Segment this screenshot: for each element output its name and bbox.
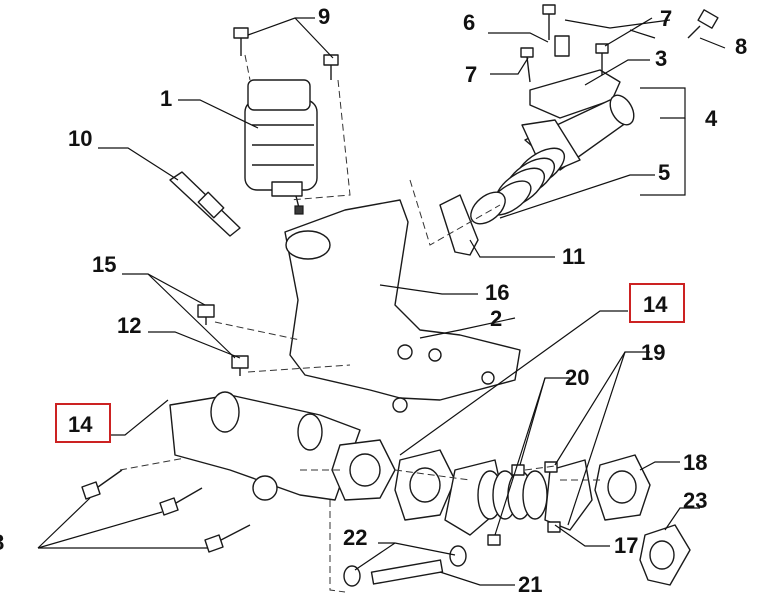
part-gaskets-14	[331, 439, 456, 521]
callout-9: 9	[318, 4, 330, 29]
part-gasket-18	[594, 454, 651, 521]
part-bellows-5	[488, 147, 566, 216]
callout-1: 1	[160, 86, 172, 111]
part-clamp-11	[439, 191, 506, 256]
part-pipe-21	[370, 559, 444, 585]
part-fasteners-6-7	[520, 4, 609, 83]
callout-14-left: 14	[68, 412, 93, 437]
callout-12: 12	[117, 313, 141, 338]
part-bolts-9	[233, 27, 339, 80]
callout-8: 8	[735, 34, 747, 59]
part-bolts-12-15	[197, 304, 249, 376]
part-clips-22	[343, 545, 467, 587]
callout-7-top: 7	[660, 6, 672, 31]
part-bolts-13	[81, 469, 251, 553]
callout-labels: 1 2 3 4 5 6 7 7 8 8 9 10 11 12 14 14 15 …	[0, 4, 747, 597]
callout-8-edge: 8	[0, 530, 4, 555]
part-bellows-17	[444, 459, 593, 536]
callout-11: 11	[562, 244, 585, 269]
callout-23: 23	[683, 488, 707, 513]
callout-21: 21	[518, 572, 542, 597]
part-cooler-2	[169, 391, 361, 501]
callout-5: 5	[658, 160, 670, 185]
part-connector-23	[639, 524, 691, 586]
callout-16: 16	[485, 280, 509, 305]
part-sensor-10	[169, 171, 241, 237]
part-egr-valve	[244, 79, 318, 215]
callout-14-right: 14	[643, 292, 668, 317]
callout-2: 2	[490, 306, 502, 331]
callout-20: 20	[565, 365, 589, 390]
assembly-dashed-lines	[119, 54, 600, 593]
callout-6: 6	[463, 10, 475, 35]
callout-10: 10	[68, 126, 92, 151]
callout-15: 15	[92, 252, 116, 277]
callout-4: 4	[705, 106, 718, 131]
part-bolt-8	[687, 9, 719, 39]
leader-lines	[37, 17, 726, 586]
highlight-box-14-right	[629, 283, 685, 323]
callout-18: 18	[683, 450, 707, 475]
callout-22: 22	[343, 525, 367, 550]
callout-19: 19	[641, 340, 665, 365]
part-bracket-16	[284, 199, 521, 413]
callout-7-left: 7	[465, 62, 477, 87]
callout-3: 3	[655, 46, 667, 71]
highlight-box-14-left	[55, 403, 111, 443]
callout-17: 17	[614, 533, 638, 558]
